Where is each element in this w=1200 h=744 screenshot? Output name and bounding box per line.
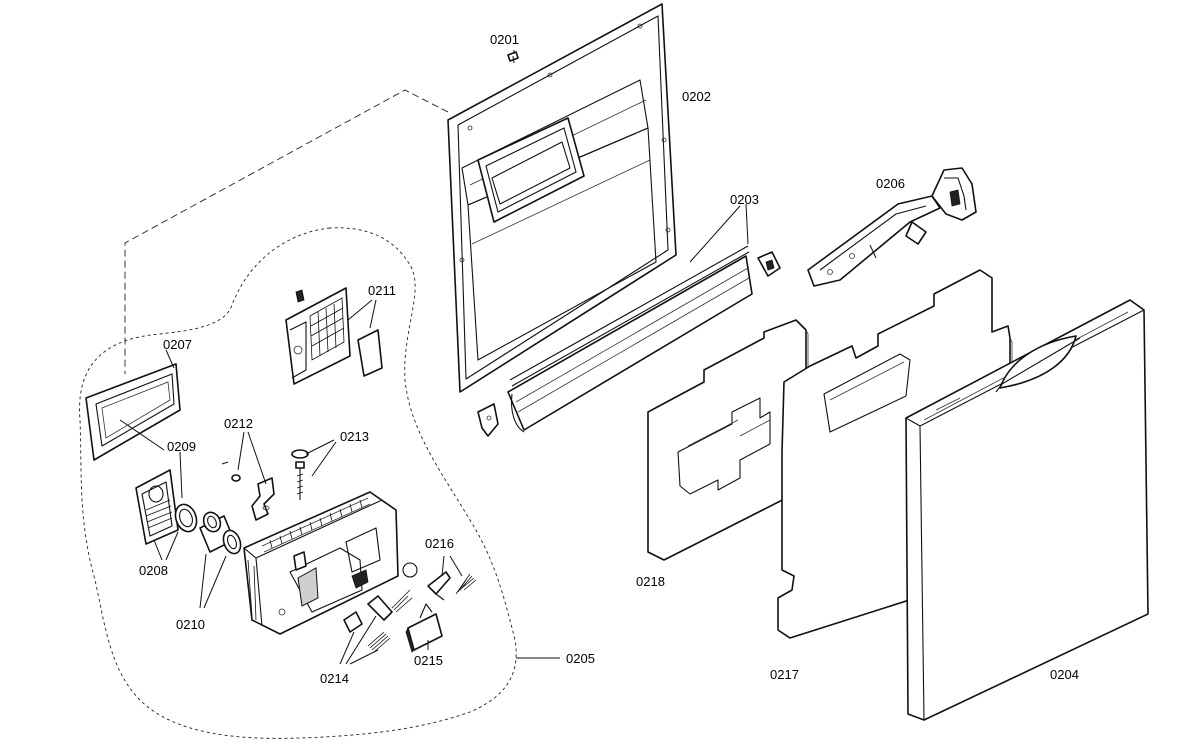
label-0202: 0202 bbox=[682, 89, 711, 104]
outer-door-panel bbox=[905, 299, 1149, 721]
control-cover-0211 bbox=[285, 287, 351, 385]
guide-line-door-to-console bbox=[124, 89, 449, 374]
label-0216: 0216 bbox=[425, 536, 454, 551]
label-0205: 0205 bbox=[566, 651, 595, 666]
label-0213: 0213 bbox=[340, 429, 369, 444]
control-frame-0207 bbox=[85, 363, 181, 461]
switch-0215 bbox=[405, 603, 443, 653]
gasket-0211 bbox=[357, 329, 383, 377]
screw-bracket-0212 bbox=[221, 461, 275, 521]
label-0201: 0201 bbox=[490, 32, 519, 47]
hinge-bracket bbox=[807, 167, 977, 287]
ring-0209 bbox=[174, 503, 198, 533]
label-0214: 0214 bbox=[320, 671, 349, 686]
label-0217: 0217 bbox=[770, 667, 799, 682]
label-0212: 0212 bbox=[224, 416, 253, 431]
screw-0201 bbox=[507, 51, 519, 64]
knob-0210 bbox=[199, 511, 242, 555]
label-0206: 0206 bbox=[876, 176, 905, 191]
label-0203: 0203 bbox=[730, 192, 759, 207]
label-0210: 0210 bbox=[176, 617, 205, 632]
label-0208: 0208 bbox=[139, 563, 168, 578]
label-0211: 0211 bbox=[368, 283, 396, 298]
levers-springs-0214 bbox=[343, 589, 413, 653]
leader-lines bbox=[119, 50, 749, 665]
label-0218: 0218 bbox=[636, 574, 665, 589]
inner-door-panel bbox=[447, 3, 677, 393]
handle-unit-0208 bbox=[135, 469, 179, 545]
door-seal-strip bbox=[507, 245, 753, 433]
screw-0213 bbox=[291, 449, 309, 500]
label-0209: 0209 bbox=[167, 439, 196, 454]
clip-left bbox=[477, 403, 499, 437]
clip-right bbox=[757, 251, 781, 277]
insulation-panel-0218 bbox=[647, 319, 809, 561]
label-0215: 0215 bbox=[414, 653, 443, 668]
control-box-housing bbox=[243, 491, 399, 635]
insulation-panel-0217 bbox=[777, 269, 1013, 639]
label-0204: 0204 bbox=[1050, 667, 1079, 682]
label-0207: 0207 bbox=[163, 337, 192, 352]
pin-springs-0216 bbox=[402, 562, 477, 601]
